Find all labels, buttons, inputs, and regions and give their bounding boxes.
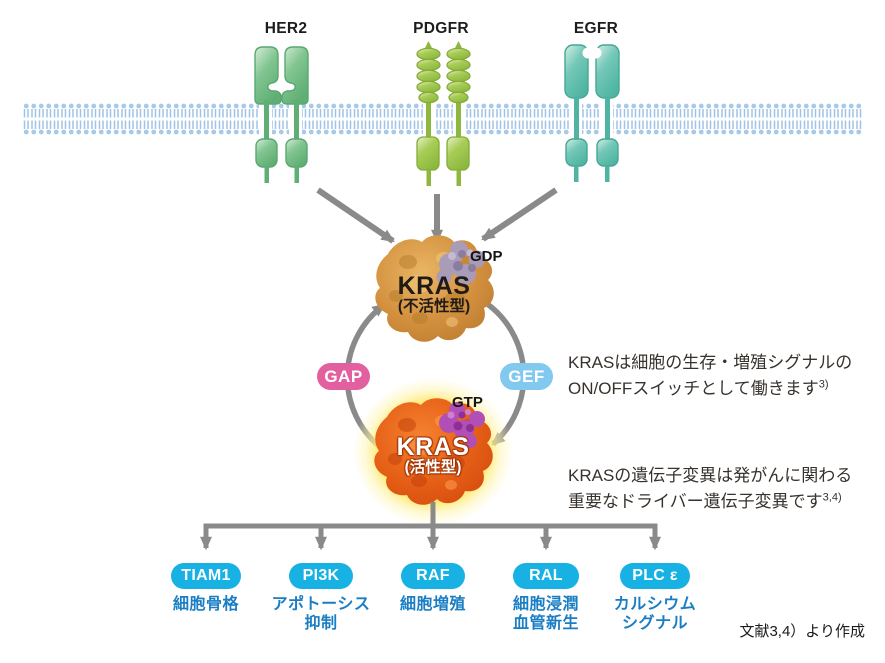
kras-active-label: KRAS (活性型) [371,433,495,477]
pdgfr-receptor-icon [416,41,471,186]
note-driver-line1: KRASの遺伝子変異は発がんに関わる [568,466,853,485]
cell-membrane-icon [22,103,862,137]
gef-badge: GEF [500,363,553,390]
effector-pi3k-function: アポトーシス 抑制 [271,596,371,632]
receptor-signal-arrows [316,187,558,244]
egfr-signal-arrow [481,187,558,242]
effector-plc-badge: PLC ε [620,563,690,589]
kras-inactive-name: KRAS [397,272,471,300]
note-driver-line2: 重要なドライバー遺伝子変異です [568,492,823,511]
note-switch-line2: ON/OFFスイッチとして働きます [568,379,819,398]
effector-plc-function: カルシウム シグナル [613,596,697,632]
pdgfr-label: PDGFR [413,20,469,37]
gtp-label: GTP [452,394,483,411]
effector-raf-function: 細胞増殖 [399,596,466,613]
kras-inactive-label: KRAS (不活性型) [372,272,496,316]
effector-tree-arrows [200,502,661,551]
effector-ral-function: 細胞浸潤 血管新生 [512,596,579,632]
effector-pi3k-badge: PI3K [289,563,353,589]
effector-ral-badge: RAL [513,563,579,589]
source-attribution: 文献3,4）より作成 [739,623,865,640]
gap-badge: GAP [317,363,370,390]
note-driver-ref: 3,4) [822,491,842,504]
note-switch: KRASは細胞の生存・増殖シグナルの ON/OFFスイッチとして働きます3) [568,350,884,402]
kras-active-state: (活性型) [404,459,462,476]
gdp-molecule-icon [436,241,486,285]
effector-raf-badge: RAF [401,563,465,589]
kras-active-name: KRAS [396,433,470,461]
her2-receptor-icon [254,46,309,183]
note-switch-line1: KRASは細胞の生存・増殖シグナルの [568,353,853,372]
egfr-label: EGFR [573,20,619,37]
note-driver: KRASの遺伝子変異は発がんに関わる 重要なドライバー遺伝子変異です3,4) [568,463,884,515]
note-switch-ref: 3) [818,378,829,391]
egfr-receptor-icon [564,44,620,182]
effector-tiam1-badge: TIAM1 [171,563,241,589]
her2-signal-arrow [316,187,395,244]
gtp-molecule-icon [439,402,485,448]
gdp-label: GDP [470,248,503,265]
kras-inactive-state: (不活性型) [397,298,471,315]
her2-label: HER2 [264,20,308,37]
effector-tiam1-function: 細胞骨格 [172,596,239,613]
kras-inactive-protein-icon [375,235,494,342]
